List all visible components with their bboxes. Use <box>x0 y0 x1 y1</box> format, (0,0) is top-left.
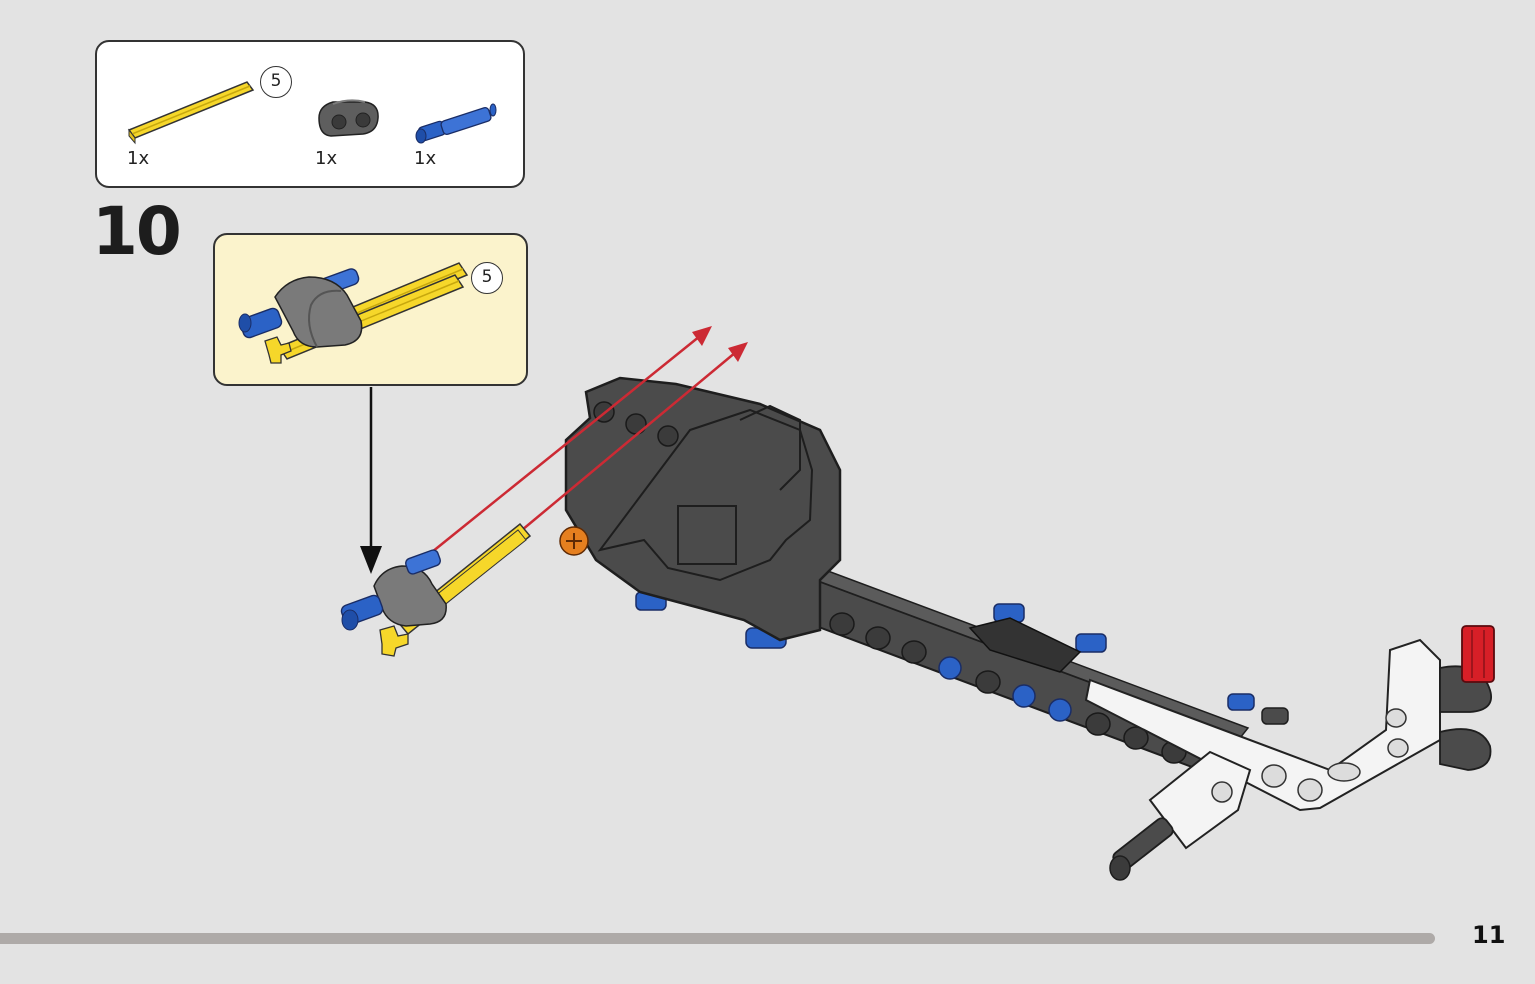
step-number: 10 <box>92 193 182 270</box>
red-part <box>1461 625 1495 683</box>
sub-assembly-in-scene <box>340 522 532 657</box>
white-l-beam <box>1084 638 1441 812</box>
yellow-axle-icon <box>127 81 255 145</box>
blue-pin-icon <box>635 591 1255 711</box>
grey-connector-icon <box>318 99 379 137</box>
length-label-circle: 5 <box>260 66 292 98</box>
sub-assembly-illustration <box>238 262 469 364</box>
placement-arrow <box>360 387 382 574</box>
black-cross-connector <box>968 617 1082 673</box>
sub-assembly-box: 5 <box>213 233 528 386</box>
dark-connector <box>1439 665 1492 771</box>
quantity-label: 1x <box>127 148 150 169</box>
hub-motor <box>559 376 842 642</box>
dark-beam <box>798 567 1250 784</box>
parts-list-illustrations <box>127 81 497 145</box>
dark-pin <box>1109 817 1174 881</box>
page-number: 11 <box>1472 921 1506 949</box>
quantity-label: 1x <box>315 148 338 169</box>
length-label-circle: 5 <box>471 262 503 294</box>
parts-list-box: 5 1x 1x 1x <box>95 40 525 188</box>
quantity-label: 1x <box>414 148 437 169</box>
white-connector <box>1148 750 1252 850</box>
blue-pin-icon <box>415 103 497 144</box>
progress-bar <box>0 933 1435 944</box>
grey-connector-icon <box>274 276 363 348</box>
dark-pin-small <box>1261 707 1289 725</box>
